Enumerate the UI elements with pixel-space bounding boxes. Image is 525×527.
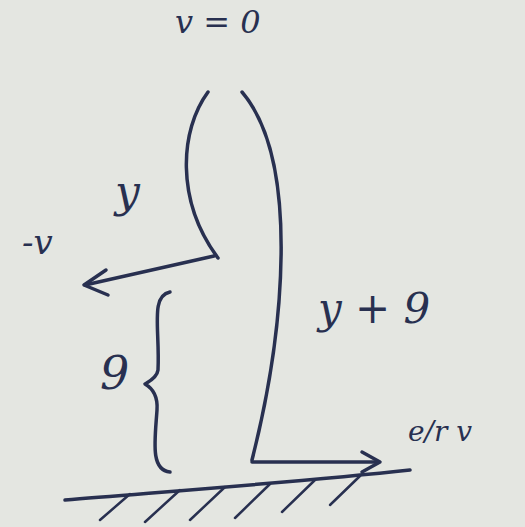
arrowhead-left — [84, 270, 108, 295]
velocity-label: e/r v — [408, 418, 472, 446]
ground-line — [65, 470, 410, 500]
height-brace — [145, 292, 170, 472]
arrowhead-right — [362, 452, 380, 472]
left-path-curve — [186, 92, 218, 258]
velocity-label: v = 0 — [175, 6, 261, 38]
velocity-arrow-right — [252, 460, 378, 464]
height-label: y + 9 — [318, 288, 430, 330]
ground-hatching — [100, 476, 360, 522]
height-label: 9 — [100, 350, 129, 396]
height-label: y — [115, 170, 140, 214]
velocity-label: -v — [22, 225, 53, 259]
right-path-curve — [242, 92, 281, 460]
